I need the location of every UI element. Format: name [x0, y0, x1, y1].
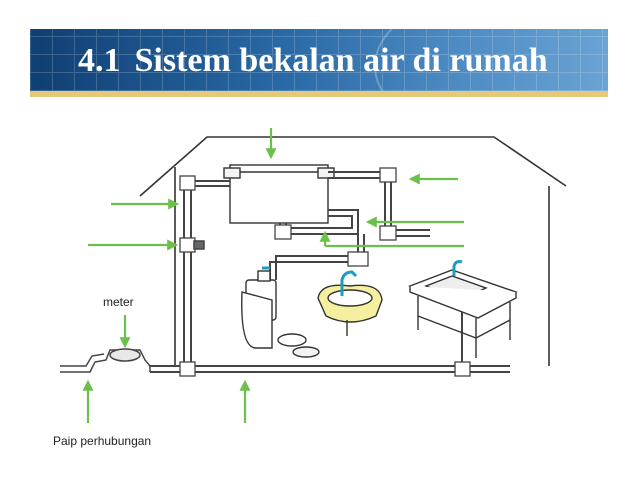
- banner-decoration: [374, 29, 608, 91]
- house-roof: [139, 136, 567, 197]
- kitchen-sink: [408, 260, 518, 358]
- wash-basin: [317, 270, 383, 336]
- indicator-arrows: [82, 128, 464, 423]
- banner-underline: [30, 91, 608, 97]
- pipe-fittings: [179, 167, 471, 377]
- water-meter: [60, 348, 151, 373]
- overflow-pipe: [328, 171, 430, 231]
- stop-valve: [193, 240, 205, 250]
- slide-title-number: 4.1: [78, 42, 121, 79]
- toilet: [241, 266, 320, 358]
- slide-title-text: Sistem bekalan air di rumah: [134, 42, 548, 79]
- meter-label: meter: [103, 295, 134, 309]
- title-banner: [30, 29, 608, 91]
- slide-title: 4.1 Sistem bekalan air di rumah: [78, 36, 548, 86]
- connection-pipe-label: Paip perhubungan: [53, 434, 152, 448]
- water-tank: [223, 164, 335, 224]
